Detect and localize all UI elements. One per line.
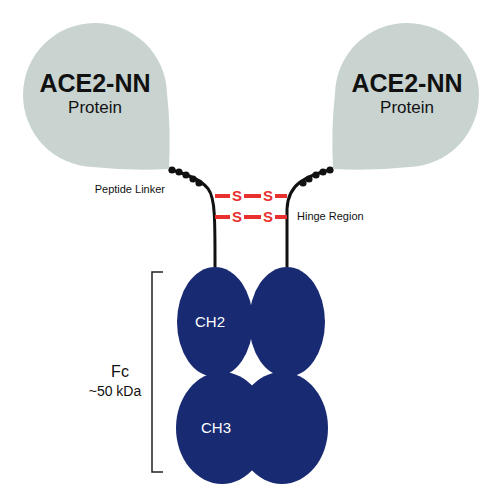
protein-domain: ACE2-NNProtein <box>18 18 178 178</box>
ch2-domain <box>249 267 325 377</box>
part-label: Hinge Region <box>297 210 397 223</box>
ellipse-outline <box>176 372 268 484</box>
protein-domain: ACE2-NNProtein <box>324 18 484 178</box>
node-text-box: CH2 <box>177 267 243 377</box>
hinge-chain <box>169 169 215 267</box>
node-heading: ACE2-NN <box>351 69 462 98</box>
disulfide-bond <box>215 194 287 198</box>
constant-domain: CH2 <box>177 267 253 377</box>
linker-dots <box>168 166 333 186</box>
teardrop-outline <box>23 23 170 170</box>
node-subtext: Protein <box>68 98 122 118</box>
sulfur-atom: S <box>230 208 244 226</box>
node-text-box: ACE2-NNProtein <box>20 18 170 168</box>
part-label: ~50 kDa <box>80 383 150 400</box>
sulfur-atom: S <box>230 187 244 205</box>
fc-bracket <box>152 272 163 472</box>
node-heading: CH3 <box>201 419 231 436</box>
constant-domain: CH3 <box>176 372 268 484</box>
sulfur-atom: S <box>261 187 275 205</box>
part-label: Fc <box>95 362 145 381</box>
teardrop-outline <box>332 23 479 170</box>
disulfide-bond <box>215 215 287 219</box>
node-text-box: CH3 <box>176 372 256 484</box>
part-label: Peptide Linker <box>60 183 165 196</box>
sulfur-atom: S <box>261 208 275 226</box>
ellipse-outline <box>177 267 253 377</box>
node-text-box: ACE2-NNProtein <box>332 18 482 168</box>
node-heading: ACE2-NN <box>39 69 150 98</box>
node-subtext: Protein <box>380 98 434 118</box>
node-heading: CH2 <box>195 313 225 330</box>
